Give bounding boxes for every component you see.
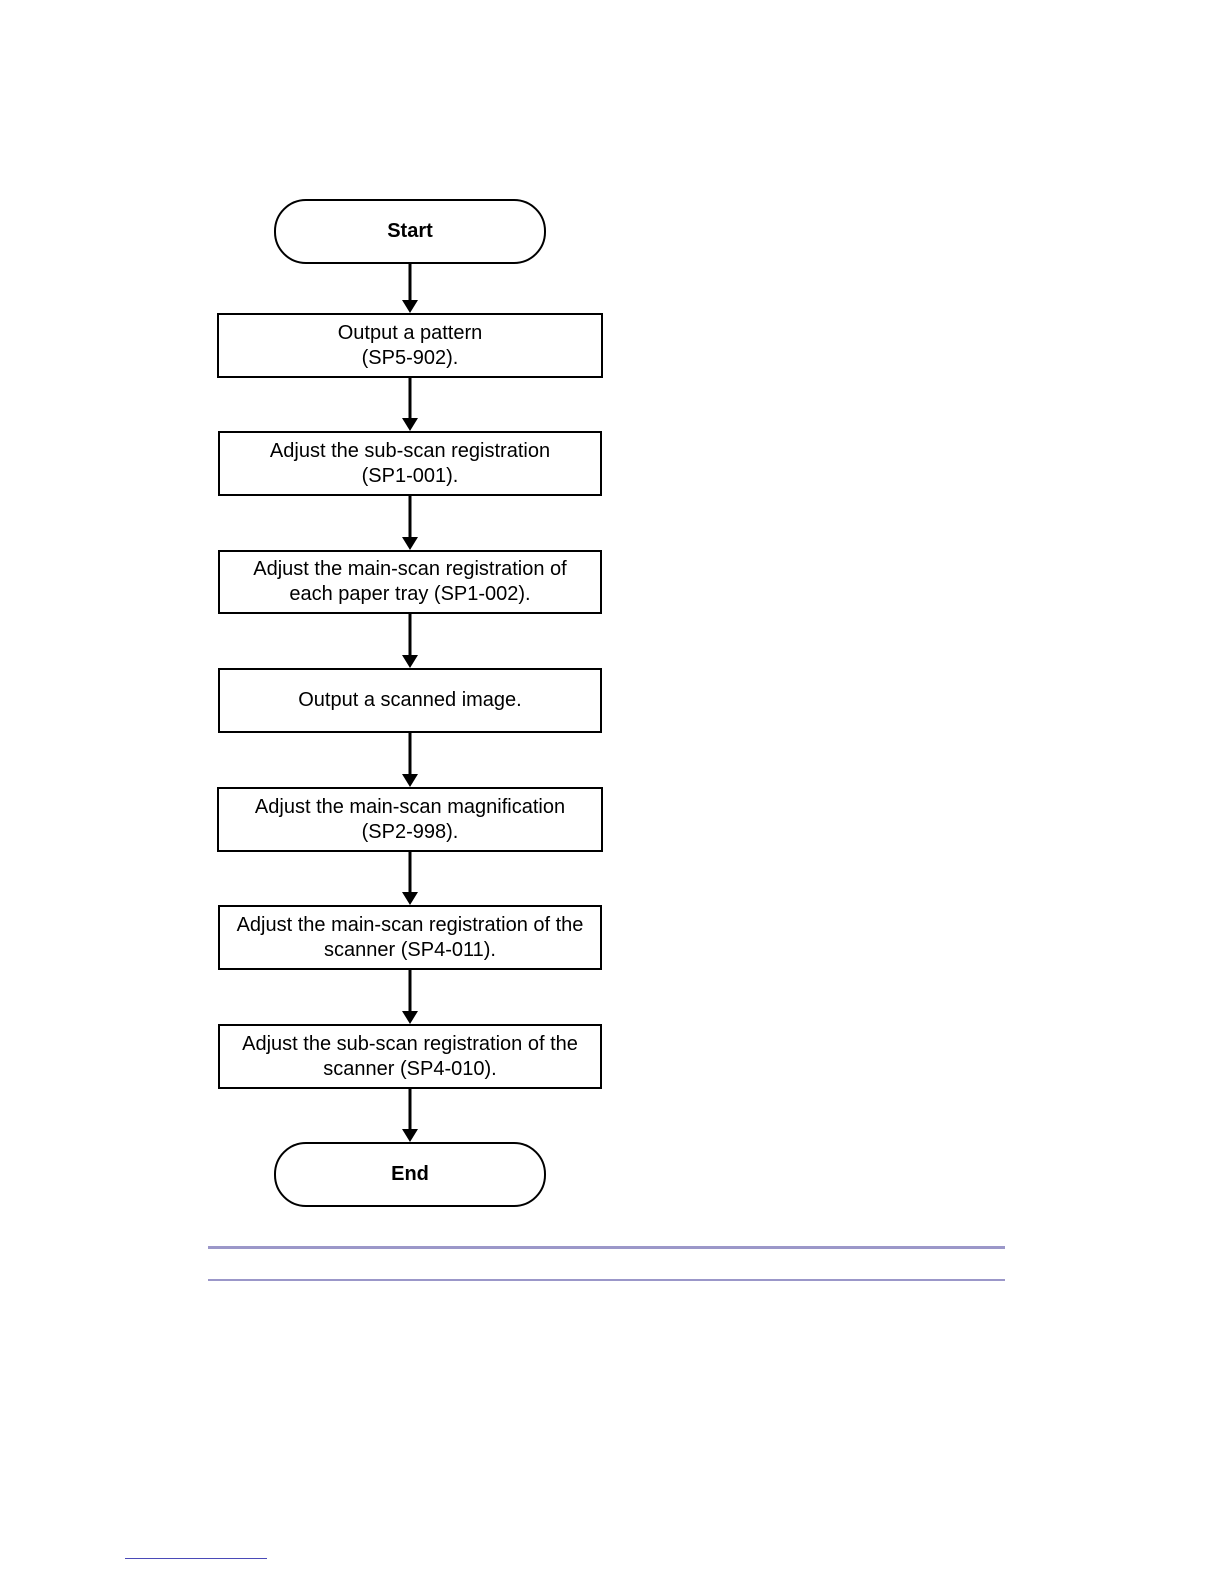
step-output-pattern: Output a pattern (SP5-902). — [217, 313, 603, 378]
arrowhead-icon — [402, 655, 418, 668]
step-output-scanned-image: Output a scanned image. — [218, 668, 602, 733]
step-text: Adjust the sub-scan registration of the … — [220, 1032, 600, 1082]
step-main-scan-magnification: Adjust the main-scan magnification (SP2-… — [217, 787, 603, 852]
section-divider-bottom — [208, 1279, 1005, 1281]
arrowhead-icon — [402, 1129, 418, 1142]
step-line: (SP5-902). — [361, 346, 459, 369]
step-line: scanner (SP4-011). — [324, 938, 496, 961]
step-main-scan-registration-scanner: Adjust the main-scan registration of the… — [218, 905, 602, 970]
step-line: Output a scanned image. — [298, 689, 522, 711]
step-line: Adjust the main-scan registration of the — [236, 913, 584, 936]
end-label: End — [391, 1163, 429, 1185]
arrowhead-icon — [402, 774, 418, 787]
step-text: Adjust the sub-scan registration (SP1-00… — [220, 439, 600, 489]
step-text: Adjust the main-scan registration of the… — [220, 913, 600, 963]
step-text: Output a scanned image. — [220, 688, 600, 713]
step-text: Output a pattern (SP5-902). — [219, 321, 601, 371]
step-sub-scan-registration-scanner: Adjust the sub-scan registration of the … — [218, 1024, 602, 1089]
arrowhead-icon — [402, 1011, 418, 1024]
footer-link-underline[interactable] — [125, 1558, 267, 1559]
step-text: Adjust the main-scan magnification (SP2-… — [219, 795, 601, 845]
step-text: Adjust the main-scan registration of eac… — [220, 557, 600, 607]
step-line: scanner (SP4-010). — [323, 1057, 497, 1080]
step-sub-scan-registration: Adjust the sub-scan registration (SP1-00… — [218, 431, 602, 496]
step-line: (SP2-998). — [361, 820, 459, 843]
step-line: Adjust the sub-scan registration of the — [242, 1032, 578, 1055]
step-main-scan-registration-tray: Adjust the main-scan registration of eac… — [218, 550, 602, 614]
step-line: (SP1-001). — [361, 464, 459, 487]
start-label: Start — [387, 220, 433, 242]
arrowhead-icon — [402, 537, 418, 550]
arrowhead-icon — [402, 892, 418, 905]
start-terminator: Start — [274, 199, 546, 264]
step-line: each paper tray (SP1-002). — [289, 583, 531, 605]
step-line: Adjust the sub-scan registration — [269, 439, 551, 462]
step-line: Adjust the main-scan registration of — [253, 558, 567, 580]
end-terminator: End — [274, 1142, 546, 1207]
arrowhead-icon — [402, 418, 418, 431]
step-line: Output a pattern — [337, 321, 483, 344]
step-line: Adjust the main-scan magnification — [254, 795, 566, 818]
arrowhead-icon — [402, 300, 418, 313]
section-divider-top — [208, 1246, 1005, 1249]
